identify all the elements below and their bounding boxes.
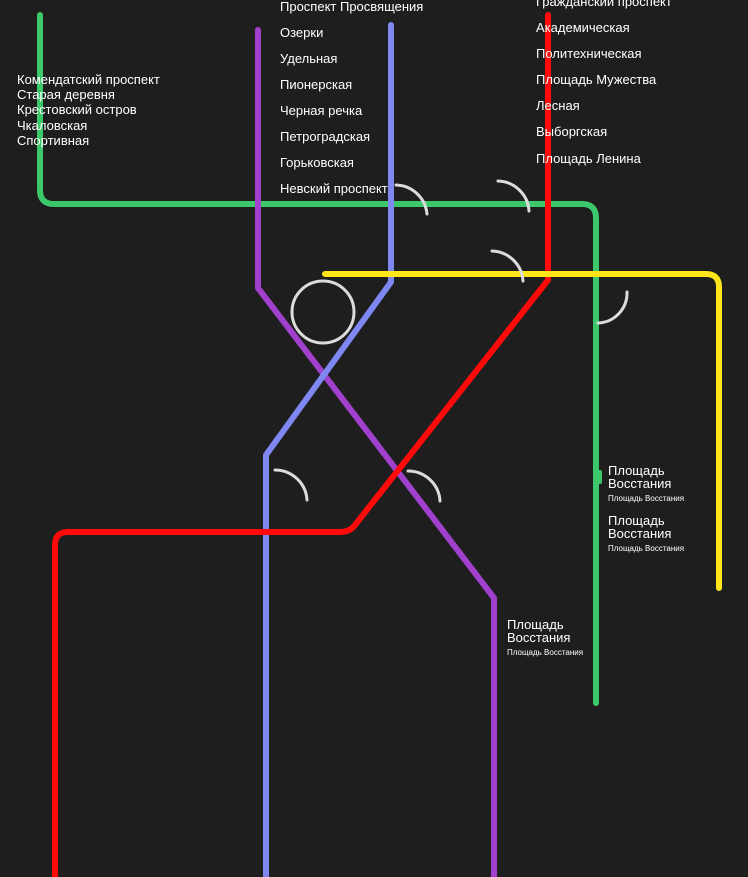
station-label-purple-south: Восстания	[507, 630, 570, 645]
station-label-red: Лесная	[536, 98, 580, 113]
station-marker	[596, 470, 602, 484]
station-label-blue: Невский проспект	[280, 181, 388, 196]
green-line	[37, 12, 599, 706]
station-sublabel-green-east: Площадь Восстания	[608, 494, 684, 503]
station-label-blue: Пионерская	[280, 77, 352, 92]
station-label-green-east: Восстания	[608, 476, 671, 491]
transfer-circle	[290, 279, 356, 345]
station-sublabel-green-east: Площадь Восстания	[608, 544, 684, 553]
transfer-arc	[490, 249, 525, 283]
station-label-blue: Горьковская	[280, 155, 354, 170]
transfer-arc	[496, 179, 531, 213]
station-label-red: Выборгская	[536, 124, 607, 139]
station-label-red: Гражданский проспект	[536, 0, 672, 9]
station-label-green: Комендатский проспект	[17, 72, 160, 87]
station-label-green: Чкаловская	[17, 118, 87, 133]
purple-line	[255, 27, 497, 877]
station-label-red: Площадь Мужества	[536, 72, 657, 87]
station-label-blue: Проспект Просвящения	[280, 0, 423, 14]
yellow-line	[322, 271, 722, 591]
station-label-green: Спортивная	[17, 133, 89, 148]
station-label-green-east: Площадь	[608, 513, 665, 528]
station-label-green-east: Восстания	[608, 526, 671, 541]
red-line	[52, 12, 551, 877]
station-label-red: Политехническая	[536, 46, 642, 61]
transfer-arc	[406, 469, 442, 503]
transfer-arc	[596, 290, 629, 325]
station-label-green: Крестовский остров	[17, 102, 137, 117]
station-label-green: Старая деревня	[17, 87, 115, 102]
transfer-arc	[394, 183, 429, 216]
station-label-red: Площадь Ленина	[536, 151, 642, 166]
station-label-blue: Петроградская	[280, 129, 370, 144]
transfer-arc	[273, 468, 309, 502]
station-label-blue: Черная речка	[280, 103, 363, 118]
blue-line	[263, 22, 394, 877]
station-sublabel-purple-south: Площадь Восстания	[507, 648, 583, 657]
station-label-blue: Удельная	[280, 51, 337, 66]
station-label-green-east: Площадь	[608, 463, 665, 478]
station-label-red: Академическая	[536, 20, 630, 35]
station-label-blue: Озерки	[280, 25, 323, 40]
station-label-purple-south: Площадь	[507, 617, 564, 632]
